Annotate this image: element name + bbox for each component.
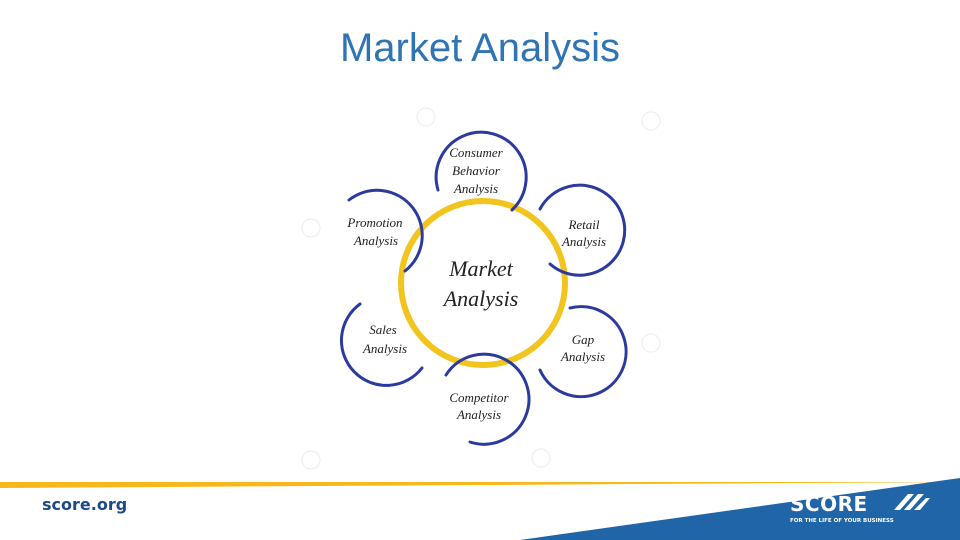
node-label-retail-1: Retail xyxy=(567,217,599,232)
node-label-competitor-2: Analysis xyxy=(456,407,501,422)
node-label-gap-2: Analysis xyxy=(560,349,605,364)
center-label-line2: Analysis xyxy=(442,286,519,311)
footer-band xyxy=(0,478,960,540)
brand-name: SCORE xyxy=(790,492,868,516)
node-label-consumer-3: Analysis xyxy=(453,181,498,196)
brand-logo: SCORE FOR THE LIFE OF YOUR BUSINESS xyxy=(790,492,940,532)
footer-blue-band xyxy=(520,478,960,540)
node-label-gap-1: Gap xyxy=(572,332,595,347)
node-circle-consumer xyxy=(434,130,528,212)
brand-tagline: FOR THE LIFE OF YOUR BUSINESS xyxy=(790,518,894,524)
watermark-icons xyxy=(301,107,661,470)
node-label-consumer-1: Consumer xyxy=(449,145,503,160)
node-label-promotion-1: Promotion xyxy=(346,215,402,230)
node-label-sales-2: Analysis xyxy=(362,341,407,356)
node-circle-retail xyxy=(538,183,627,277)
node-label-competitor-1: Competitor xyxy=(449,390,509,405)
node-label-consumer-2: Behavior xyxy=(452,163,501,178)
node-circle-gap xyxy=(538,305,628,399)
center-label-line1: Market xyxy=(448,256,513,281)
node-circle-competitor xyxy=(444,352,531,446)
node-label-retail-2: Analysis xyxy=(561,234,606,249)
footer-url[interactable]: score.org xyxy=(42,495,128,514)
node-circle-promotion xyxy=(347,188,424,273)
node-label-sales-1: Sales xyxy=(369,322,396,337)
node-circle-sales xyxy=(339,302,424,387)
slide-title: Market Analysis xyxy=(339,26,621,70)
brand-swoosh-icon xyxy=(894,494,930,510)
center-ring xyxy=(398,198,568,368)
node-label-promotion-2: Analysis xyxy=(353,233,398,248)
